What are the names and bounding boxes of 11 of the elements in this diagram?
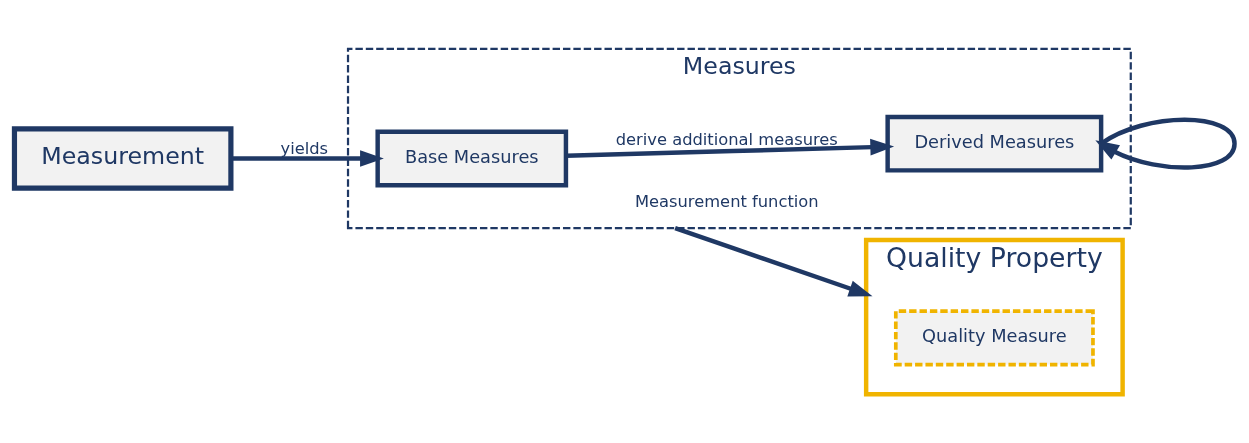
arrow (1095, 117, 1237, 170)
node-box: Quality Measure (893, 309, 1095, 367)
edge-label: derive additional measures (615, 129, 838, 149)
node-box: Base Measures (375, 129, 569, 188)
arrow (231, 150, 384, 167)
node-box: Derived Measures (885, 114, 1104, 173)
node-box: Measurement (11, 126, 234, 191)
edge-label: yields (280, 138, 329, 158)
arrow (566, 138, 895, 159)
edge-label: Measurement function (634, 192, 819, 212)
arrow (674, 226, 873, 297)
